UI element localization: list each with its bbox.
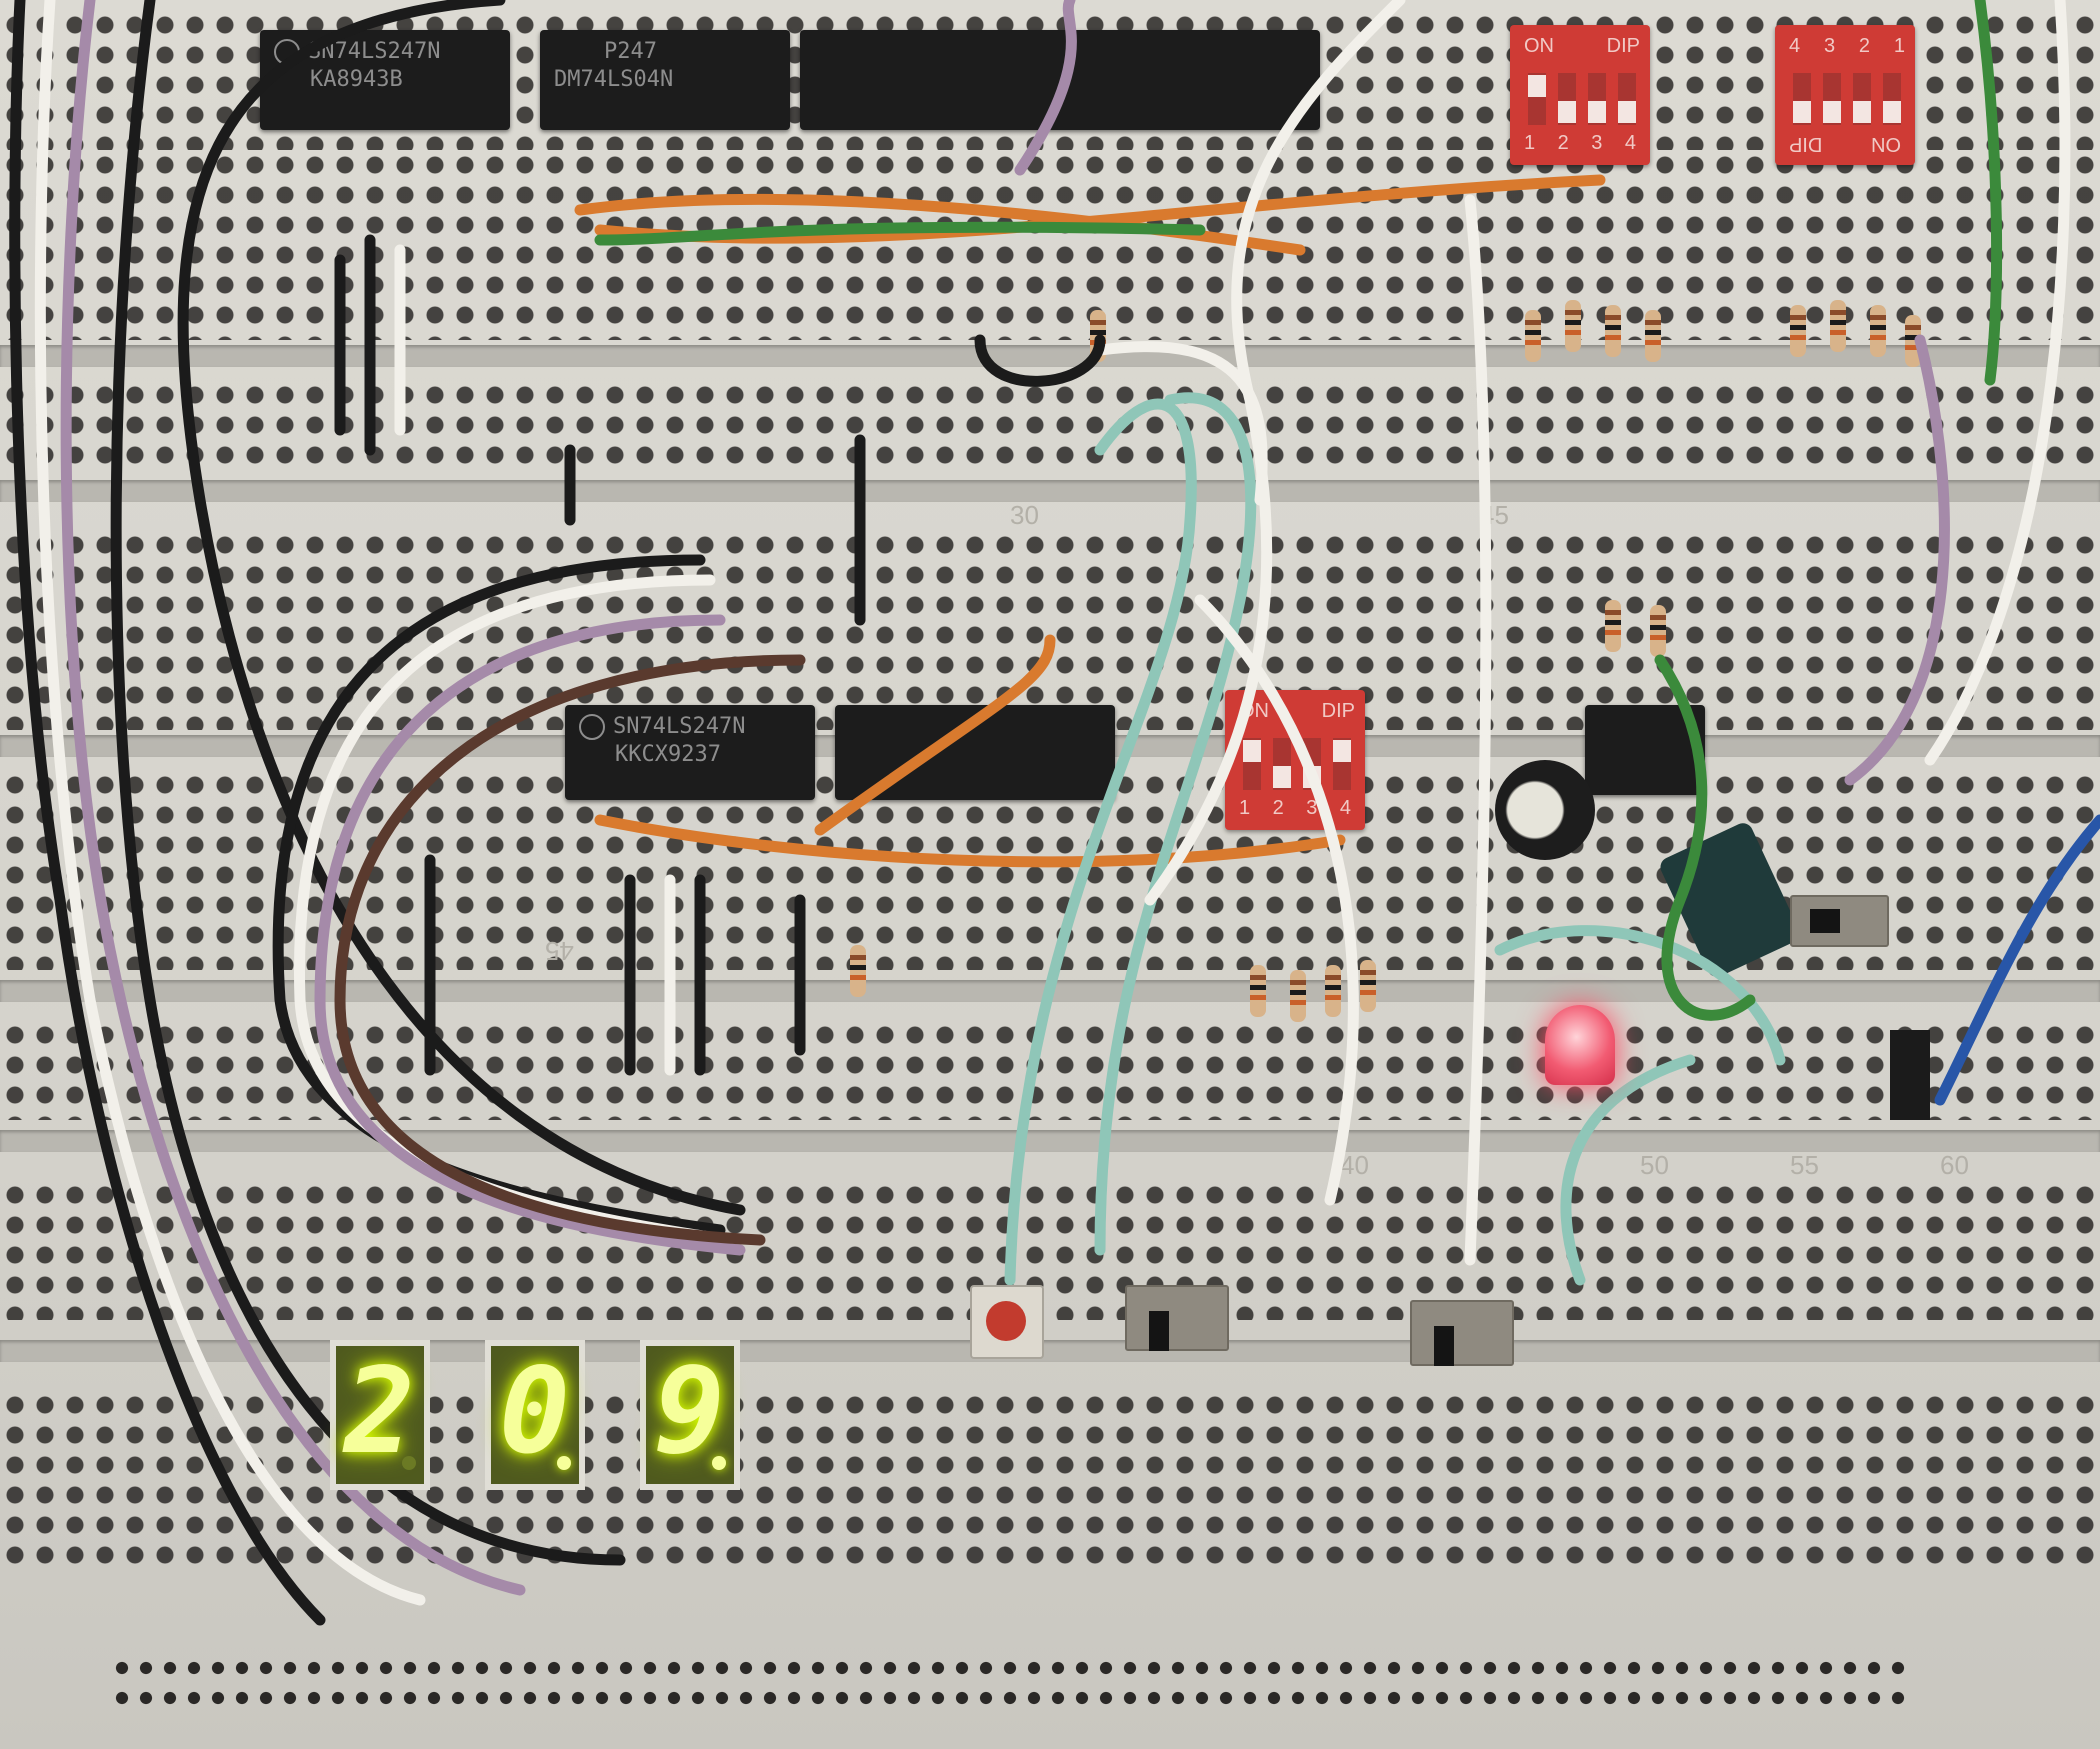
power-rail [110, 1690, 1910, 1706]
dip-toggle-4[interactable] [1333, 738, 1351, 790]
dip-toggle-2[interactable] [1273, 738, 1291, 790]
dip-number: 3 [1591, 132, 1603, 154]
channel [0, 480, 2100, 502]
board-number: 50 [1640, 1150, 1669, 1180]
dip-number: 4 [1339, 797, 1351, 819]
decimal-point-on [557, 1456, 571, 1470]
electrolytic-capacitor [1495, 760, 1595, 860]
display-digit: 2 [344, 1342, 416, 1480]
power-rail [110, 1660, 1910, 1676]
dip-on-label: ON [1524, 35, 1554, 57]
slide-knob[interactable] [1149, 1311, 1169, 1351]
button-cap[interactable] [986, 1301, 1026, 1341]
resistor [1905, 315, 1921, 367]
chip-label: SN74LS247N [613, 714, 746, 739]
resistor [1870, 305, 1886, 357]
resistor [850, 945, 866, 997]
dip-number: 2 [1557, 132, 1569, 154]
resistor [1650, 605, 1666, 657]
chip-code: KKCX9237 [615, 741, 721, 767]
chip-code: KA8943B [310, 66, 403, 92]
seven-segment-display-ones: 9 [640, 1340, 740, 1490]
resistor [1645, 310, 1661, 362]
dip-number: 2 [1272, 797, 1284, 819]
chip-label: P247 [604, 39, 657, 64]
dip-toggle-2[interactable] [1853, 73, 1871, 125]
dip-number: 1 [1524, 132, 1536, 154]
hole-strip [0, 1180, 2100, 1320]
dip-toggle-4[interactable] [1793, 73, 1811, 125]
dip-toggle-2[interactable] [1558, 73, 1576, 125]
hole-strip [0, 150, 2100, 340]
resistor [1605, 305, 1621, 357]
display-digit: 9 [654, 1342, 726, 1480]
resistor [1790, 305, 1806, 357]
jumper-header [1890, 1030, 1930, 1120]
dip-number: 4 [1789, 35, 1801, 57]
slide-switch-1[interactable] [1125, 1285, 1229, 1351]
board-number: 60 [1940, 1150, 1969, 1180]
resistor [1250, 965, 1266, 1017]
resistor [1290, 970, 1306, 1022]
resistor [1360, 960, 1376, 1012]
slide-switch-3[interactable] [1790, 895, 1889, 947]
resistor [1565, 300, 1581, 352]
slide-switch-2[interactable] [1410, 1300, 1514, 1366]
dip-number: 2 [1858, 35, 1871, 57]
resistor [1525, 310, 1541, 362]
dip-toggle-1[interactable] [1528, 73, 1546, 125]
ic-chip-74ls247-top: SN74LS247N KA8943B [260, 30, 510, 130]
dip-toggle-4[interactable] [1618, 73, 1636, 125]
dip-toggle-1[interactable] [1883, 73, 1901, 125]
push-button[interactable] [970, 1285, 1044, 1359]
dip-number: 1 [1239, 797, 1251, 819]
decimal-point-off [402, 1456, 416, 1470]
dip-toggle-3[interactable] [1588, 73, 1606, 125]
seven-segment-display-tens: 0 [485, 1340, 585, 1490]
dip-toggle-1[interactable] [1243, 738, 1261, 790]
decimal-point-on [712, 1456, 726, 1470]
dip-toggle-3[interactable] [1823, 73, 1841, 125]
chip-code: DM74LS04N [554, 66, 674, 92]
display-digit: 0 [499, 1342, 571, 1480]
slide-knob[interactable] [1434, 1326, 1454, 1366]
slide-knob[interactable] [1810, 909, 1840, 933]
resistor [1830, 300, 1846, 352]
ic-chip-top-counter: P247 DM74LS04N [540, 30, 790, 130]
motorola-logo-icon [579, 714, 605, 740]
dip-label: DIP [1606, 35, 1640, 57]
dip-number: 4 [1624, 132, 1636, 154]
resistor [1325, 965, 1341, 1017]
dip-number: 3 [1306, 797, 1318, 819]
ic-chip-74ls247-middle: SN74LS247N KKCX9237 [565, 705, 815, 800]
board-number: 30 [1010, 500, 1039, 530]
hole-strip [0, 380, 2100, 470]
seven-segment-display-hundreds: 2 [330, 1340, 430, 1490]
dip-label: DIP [1321, 700, 1355, 722]
board-number: 55 [1790, 1150, 1819, 1180]
dip-number: 3 [1823, 35, 1836, 57]
resistor [1605, 600, 1621, 652]
red-led [1545, 1005, 1615, 1085]
dip-number: 1 [1893, 35, 1905, 57]
